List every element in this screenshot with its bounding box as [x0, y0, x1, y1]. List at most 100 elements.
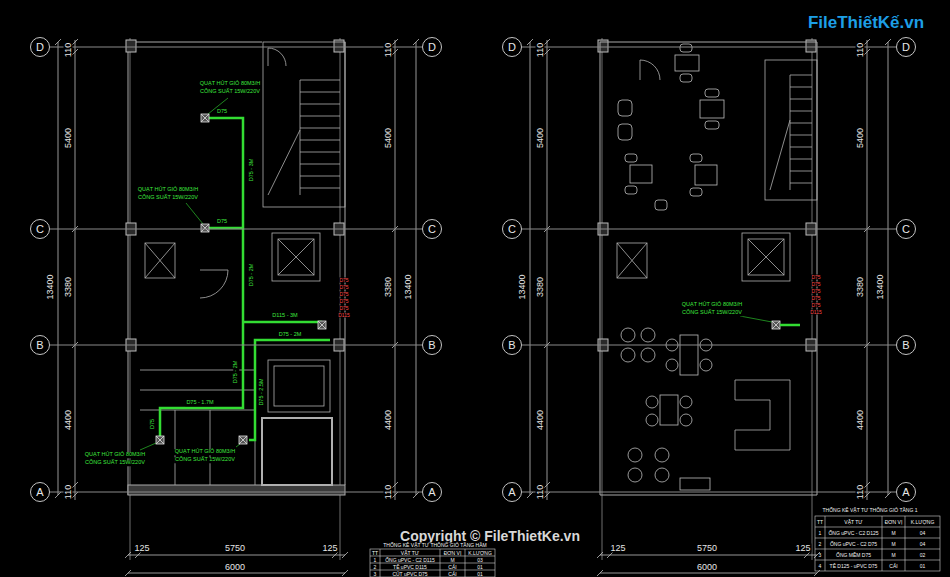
grid-letter: A [428, 487, 435, 498]
pipe-annotation: CÔNG SUẤT 15W/220V [199, 89, 261, 95]
table-grid [815, 516, 940, 571]
dimension-text: 125 [609, 544, 626, 553]
grid-bubble: B [422, 335, 442, 355]
pipe-tag: D75 [810, 282, 821, 287]
grid-line [522, 492, 896, 493]
grid-bubble: B [896, 335, 916, 355]
grid-line [522, 345, 896, 346]
table-cell: M [890, 541, 896, 546]
furniture [641, 348, 655, 362]
wall [600, 42, 817, 495]
dimension-text: 6000 [224, 563, 246, 572]
exhaust-fan [239, 436, 247, 444]
furniture [618, 44, 724, 490]
furniture [625, 154, 637, 162]
pipe-tag: D115 [809, 310, 823, 315]
furniture [700, 100, 724, 118]
exhaust-fan [201, 114, 209, 122]
pipe-annotation: D75 - 2M [233, 360, 239, 385]
grid-bubble: A [422, 482, 442, 502]
table-cell: TÊ uPVC D115 [392, 564, 428, 569]
table-cell: 01 [476, 564, 484, 569]
furniture [690, 154, 702, 162]
furniture [655, 200, 667, 210]
elevator [748, 239, 784, 275]
dimension-line [527, 39, 891, 576]
dimension-text: 5400 [536, 127, 545, 149]
stair [770, 75, 812, 190]
grid-letter: C [428, 224, 436, 235]
dimension-text: 13400 [518, 273, 527, 300]
stair [268, 80, 340, 195]
exhaust-fan [318, 321, 326, 329]
grid-letter: C [508, 224, 516, 235]
table-cell: ỐNG uPVC - C2 D125 [827, 530, 879, 535]
table-cell: CÁI [447, 564, 457, 569]
dimension-text: 110 [536, 484, 545, 500]
elevator [735, 380, 790, 450]
table-cell: K.LƯỢNG [467, 550, 493, 555]
furniture [666, 359, 678, 371]
table-cell: 1 [373, 557, 378, 562]
dimension-line [55, 39, 419, 576]
grid-bubble: C [422, 219, 442, 239]
pipe-annotation: D75 [216, 109, 228, 115]
table-cell: ỐNG MỀM D75 [835, 552, 872, 557]
table-cell: TT [816, 519, 824, 524]
dimension-text: 3380 [856, 276, 865, 298]
dimension-text: 4400 [64, 409, 73, 431]
table-cell: CÁI [888, 563, 898, 568]
wall [128, 42, 345, 495]
grid-line [50, 47, 422, 48]
pipe-tag: D75 [810, 303, 821, 308]
table-cell: 2 [818, 541, 823, 546]
elevator [278, 239, 314, 275]
elevator [278, 239, 314, 275]
furniture [705, 89, 719, 97]
elevator [274, 366, 324, 406]
furniture [655, 448, 669, 462]
table-cell: 1 [818, 530, 823, 535]
grid-letter: D [508, 42, 516, 53]
watermark: Copyright © FileThietKe.vn [399, 529, 581, 543]
dimension-text: 4400 [856, 409, 865, 431]
grid-letter: D [428, 42, 436, 53]
elevator [617, 243, 647, 278]
pipe-tag: D115 [337, 313, 351, 318]
dimension-text: 125 [794, 544, 811, 553]
furniture [675, 55, 699, 71]
furniture [641, 328, 655, 342]
dimension-text: 3380 [384, 276, 393, 298]
pipe-annotation: QUẠT HÚT GIÓ 80M3/H [137, 187, 199, 193]
dimension-text: 5400 [856, 127, 865, 149]
table-grid [815, 516, 940, 571]
elevator [200, 270, 228, 298]
grid-bubble: D [30, 37, 50, 57]
grid-bubble: B [502, 335, 522, 355]
table-cell: 4 [818, 563, 823, 568]
dimension-line [55, 39, 891, 576]
furniture [695, 165, 717, 185]
dimension-text: 110 [64, 42, 73, 58]
dimension-text: 110 [856, 484, 865, 500]
table-cell: M [890, 552, 896, 557]
dimension-text: 3380 [64, 276, 73, 298]
furniture [680, 74, 692, 82]
dimension-text: 125 [321, 544, 338, 553]
dimension-line [58, 40, 416, 573]
furniture [660, 395, 678, 425]
logo-text: FileThiếtKế.vn [807, 14, 925, 31]
bottom-wall [128, 485, 345, 495]
wall [600, 42, 817, 495]
grid-letter: D [902, 42, 910, 53]
exhaust-fan [239, 436, 247, 444]
grid-letter: C [36, 224, 44, 235]
elevator [748, 239, 784, 275]
table-cell: 02 [919, 552, 927, 557]
elevator [268, 360, 330, 412]
furniture [621, 348, 635, 362]
furniture [705, 121, 719, 129]
pipe-annotation: D75 - 2M [278, 332, 303, 338]
pipe-tag: D75 [338, 285, 349, 290]
